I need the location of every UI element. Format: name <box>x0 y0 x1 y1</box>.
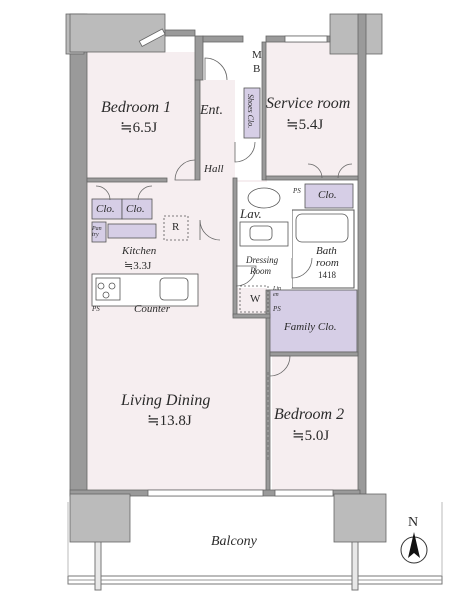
hall-floor <box>195 80 235 240</box>
balcony-label: Balcony <box>211 534 257 549</box>
mb-b-label: B <box>253 63 261 75</box>
bedroom1-floor <box>87 52 195 180</box>
hall-label: Hall <box>204 163 224 175</box>
counter-label: Counter <box>134 303 171 315</box>
living-dining-name: Living Dining <box>121 392 211 409</box>
bedroom1-name: Bedroom 1 <box>101 99 172 116</box>
closet-label-1: Clo. <box>96 203 115 215</box>
bedroom2-area: ≒5.0J <box>292 428 330 444</box>
closet-label-3: Clo. <box>318 189 337 201</box>
kitchen-cabinet <box>107 223 157 239</box>
bathroom-size-label: 1418 <box>318 270 336 280</box>
kitchen-name: Kitchen <box>122 245 157 257</box>
family-closet <box>268 289 358 353</box>
entrance-label: Ent. <box>200 103 223 118</box>
dressing-label-1: Dressing <box>246 255 279 265</box>
service-room-floor <box>266 40 358 178</box>
linen-label: Lin en <box>273 286 282 298</box>
kitchen-area: ≒3.3J <box>124 260 152 272</box>
bedroom2-name: Bedroom 2 <box>274 406 345 423</box>
bathroom-label-2: room <box>316 257 339 269</box>
dressing-label-2: Room <box>250 266 271 276</box>
ps-label-2: PS <box>273 305 281 313</box>
north-label: N <box>408 515 419 530</box>
pantry-label: Pan try <box>92 226 102 238</box>
shoes-closet-label: Shoes Clo. <box>246 94 255 129</box>
doors <box>95 57 353 377</box>
compass-icon <box>400 532 428 564</box>
living-dining-area: ≒13.8J <box>147 413 192 429</box>
windows <box>138 28 334 497</box>
pantry <box>91 221 107 243</box>
bathroom-label-1: Bath <box>316 245 337 257</box>
closet-bedroom1-b <box>121 198 153 220</box>
washer-label: W <box>250 293 261 305</box>
service-room-name: Service room <box>266 95 351 112</box>
closet-label-2: Clo. <box>126 203 145 215</box>
shoes-closet <box>243 87 261 139</box>
ps-label-3: PS <box>293 187 301 195</box>
closet-service <box>304 183 354 209</box>
family-closet-label: Family Clo. <box>284 321 337 333</box>
bedroom2-floor <box>272 354 358 492</box>
bath-fixtures <box>239 187 349 313</box>
lav-label: Lav. <box>240 206 262 221</box>
mb-m-label: M <box>252 49 262 61</box>
kitchen-counter <box>91 215 199 307</box>
fridge-label: R <box>172 221 180 233</box>
bedroom1-area: ≒6.5J <box>120 120 158 136</box>
ps-label-1: PS <box>92 305 100 313</box>
service-room-area: ≒5.4J <box>286 117 324 133</box>
closets <box>91 87 358 353</box>
